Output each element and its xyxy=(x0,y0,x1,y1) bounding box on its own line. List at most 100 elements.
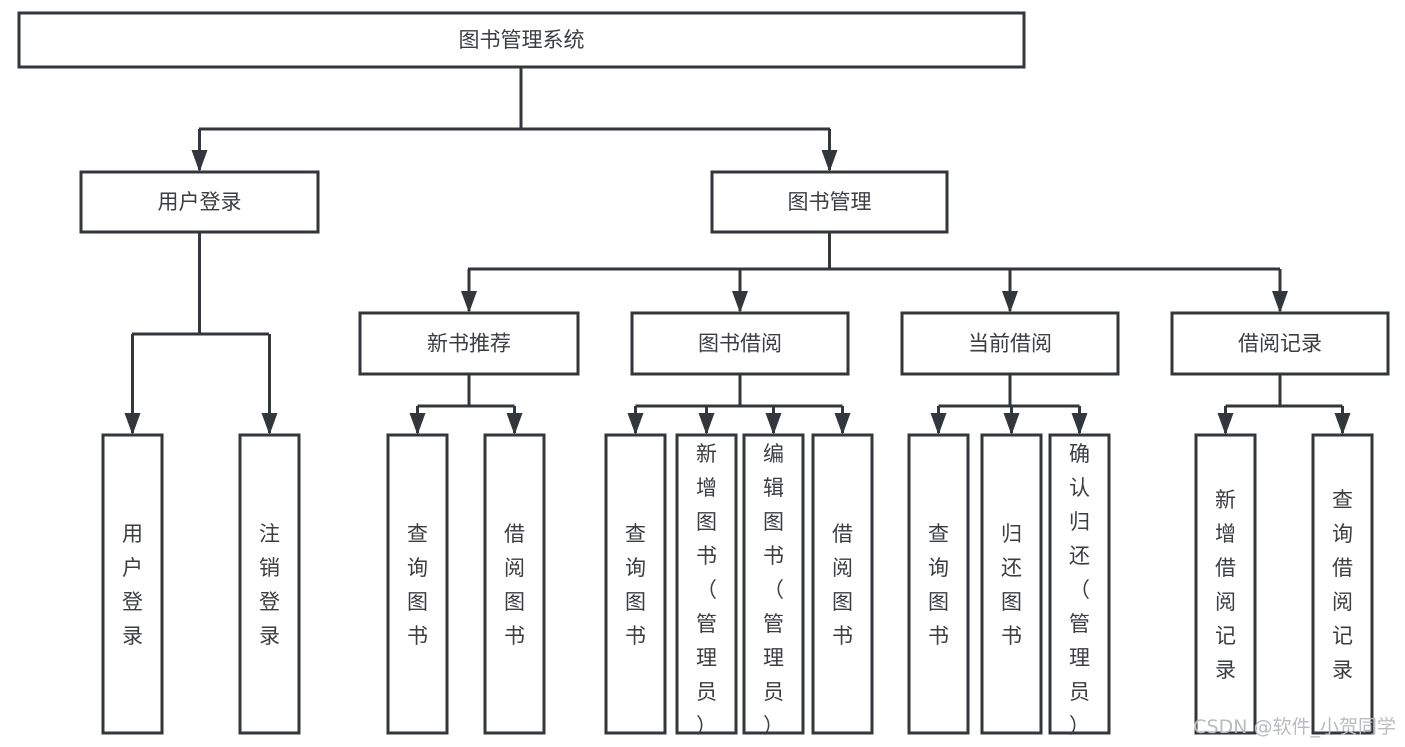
node-label-leaf-query-book-3-char-1: 询 xyxy=(928,556,949,580)
node-label-leaf-query-record-char-2: 借 xyxy=(1332,556,1353,580)
node-label-leaf-add-book-char-1: 增 xyxy=(696,476,717,500)
arrow-to-leaf-return-book xyxy=(1003,413,1020,435)
node-label-leaf-logout-login-char-3: 录 xyxy=(259,624,280,648)
node-label-leaf-query-book-3-char-2: 图 xyxy=(928,590,949,614)
node-label-leaf-logout-login-char-0: 注 xyxy=(259,522,280,546)
node-label-leaf-query-book-2-char-2: 图 xyxy=(625,590,646,614)
arrow-to-leaf-query-book-1 xyxy=(409,413,426,435)
node-label-leaf-add-record-char-3: 阅 xyxy=(1215,590,1236,614)
node-label-leaf-borrow-book-1-char-2: 图 xyxy=(504,590,525,614)
node-label-leaf-edit-book-char-4: （ xyxy=(763,578,784,602)
node-book-borrow[interactable]: 图书借阅 xyxy=(630,311,850,376)
node-label-leaf-query-record-char-3: 阅 xyxy=(1332,590,1353,614)
csdn-watermark: CSDN @软件_小贺同学 xyxy=(1193,716,1396,738)
node-new-book-rec[interactable]: 新书推荐 xyxy=(358,311,580,376)
node-box-current-borrow[interactable] xyxy=(900,311,1120,376)
node-label-leaf-borrow-book-2-char-3: 书 xyxy=(832,624,853,648)
node-label-leaf-confirm-return-char-0: 确 xyxy=(1069,442,1090,466)
arrow-to-leaf-query-record xyxy=(1334,413,1351,435)
node-label-leaf-borrow-book-1-char-0: 借 xyxy=(504,522,525,546)
node-label-leaf-query-record-char-1: 询 xyxy=(1332,522,1353,546)
arrow-to-current-borrow xyxy=(1002,291,1018,313)
node-box-root[interactable] xyxy=(17,11,1026,69)
arrow-to-borrow-record xyxy=(1272,291,1288,313)
node-label-leaf-query-book-2-char-3: 书 xyxy=(625,624,646,648)
node-label-leaf-edit-book-char-7: 员 xyxy=(763,680,784,704)
arrow-to-leaf-add-record xyxy=(1217,413,1234,435)
node-label-leaf-return-book-char-1: 还 xyxy=(1001,556,1022,580)
nodes-layer: 图书管理系统用户登录图书管理新书推荐图书借阅当前借阅借阅记录用户登录注销登录查询… xyxy=(17,11,1390,738)
arrow-to-leaf-borrow-book-2 xyxy=(834,413,851,435)
node-label-leaf-borrow-book-1-char-1: 阅 xyxy=(504,556,525,580)
node-label-leaf-query-book-3-char-0: 查 xyxy=(928,522,949,546)
node-box-book-borrow[interactable] xyxy=(630,311,850,376)
node-label-book-borrow: 图书借阅 xyxy=(698,332,782,356)
node-label-leaf-user-login-char-0: 用 xyxy=(122,522,143,546)
node-box-borrow-record[interactable] xyxy=(1170,311,1390,376)
node-label-leaf-borrow-book-2-char-2: 图 xyxy=(832,590,853,614)
node-box-leaf-borrow-book-2[interactable] xyxy=(811,433,874,735)
node-label-leaf-add-record-char-0: 新 xyxy=(1215,488,1236,512)
node-box-leaf-confirm-return[interactable] xyxy=(1048,433,1111,735)
node-label-leaf-query-book-1-char-0: 查 xyxy=(407,522,428,546)
node-label-leaf-return-book-char-3: 书 xyxy=(1001,624,1022,648)
arrow-to-leaf-add-book xyxy=(698,413,715,435)
node-label-leaf-confirm-return-char-7: 员 xyxy=(1069,680,1090,704)
node-box-leaf-borrow-book-1[interactable] xyxy=(483,433,546,735)
node-label-root: 图书管理系统 xyxy=(459,28,585,52)
node-label-leaf-edit-book-char-1: 辑 xyxy=(763,476,784,500)
node-label-leaf-confirm-return-char-3: 还 xyxy=(1069,544,1090,568)
node-label-leaf-edit-book-char-6: 理 xyxy=(763,646,784,670)
arrow-to-new-book-rec xyxy=(461,291,477,313)
node-label-leaf-edit-book-char-3: 书 xyxy=(763,544,784,568)
node-label-leaf-borrow-book-2-char-1: 阅 xyxy=(832,556,853,580)
node-box-leaf-query-record[interactable] xyxy=(1311,433,1374,735)
node-box-leaf-logout-login[interactable] xyxy=(238,433,301,735)
node-box-leaf-user-login[interactable] xyxy=(101,433,164,735)
node-label-leaf-return-book-char-2: 图 xyxy=(1001,590,1022,614)
node-label-leaf-query-record-char-4: 记 xyxy=(1332,624,1353,648)
node-box-book-manage[interactable] xyxy=(710,170,949,234)
node-box-leaf-query-book-2[interactable] xyxy=(604,433,667,735)
node-label-leaf-add-record-char-2: 借 xyxy=(1215,556,1236,580)
node-label-leaf-query-book-2-char-0: 查 xyxy=(625,522,646,546)
node-borrow-record[interactable]: 借阅记录 xyxy=(1170,311,1390,376)
node-box-leaf-return-book[interactable] xyxy=(980,433,1043,735)
node-box-leaf-edit-book[interactable] xyxy=(742,433,805,735)
node-box-leaf-add-record[interactable] xyxy=(1194,433,1257,735)
node-label-leaf-query-book-1-char-3: 书 xyxy=(407,624,428,648)
node-box-leaf-query-book-1[interactable] xyxy=(386,433,449,735)
node-book-manage[interactable]: 图书管理 xyxy=(710,170,949,234)
node-label-leaf-user-login-char-1: 户 xyxy=(122,556,143,580)
node-label-leaf-edit-book-char-8: ） xyxy=(763,714,784,738)
node-label-current-borrow: 当前借阅 xyxy=(968,332,1052,356)
node-box-user-login[interactable] xyxy=(79,170,320,234)
node-box-new-book-rec[interactable] xyxy=(358,311,580,376)
arrow-to-leaf-borrow-book-1 xyxy=(506,413,523,435)
arrow-to-leaf-query-book-2 xyxy=(627,413,644,435)
node-label-leaf-confirm-return-char-2: 归 xyxy=(1069,510,1090,534)
node-label-leaf-query-book-3-char-3: 书 xyxy=(928,624,949,648)
node-box-leaf-add-book[interactable] xyxy=(675,433,738,735)
node-leaf-user-login[interactable]: 用户登录 xyxy=(101,433,164,735)
node-root[interactable]: 图书管理系统 xyxy=(17,11,1026,69)
node-user-login[interactable]: 用户登录 xyxy=(79,170,320,234)
node-label-leaf-logout-login-char-1: 销 xyxy=(259,556,280,580)
node-label-leaf-confirm-return-char-6: 理 xyxy=(1069,646,1090,670)
node-current-borrow[interactable]: 当前借阅 xyxy=(900,311,1120,376)
node-box-leaf-query-book-3[interactable] xyxy=(907,433,970,735)
